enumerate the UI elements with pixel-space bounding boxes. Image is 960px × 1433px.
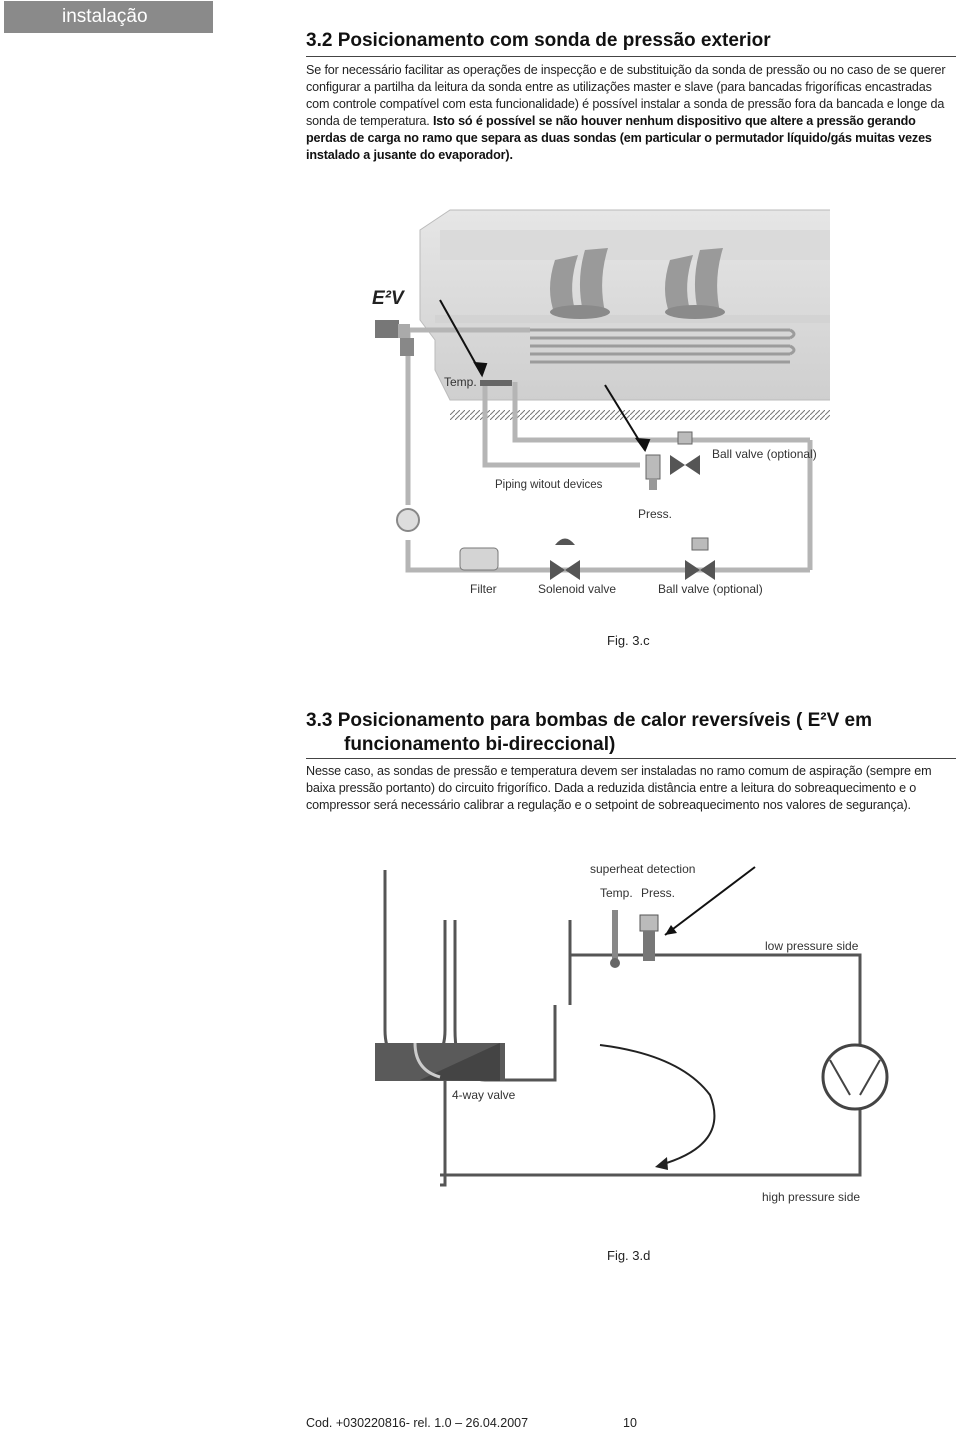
- press-label-3d: Press.: [641, 886, 675, 900]
- solenoid-valve-icon: [550, 538, 580, 580]
- sight-glass-icon: [396, 508, 420, 532]
- section-3-3-title-line1: 3.3 Posicionamento para bombas de calor …: [306, 710, 873, 731]
- section-3-2-paragraph: Se for necessário facilitar as operações…: [306, 62, 954, 164]
- paragraph-normal-text: Se for necessário facilitar as operações…: [306, 63, 946, 128]
- pipework: [405, 327, 813, 573]
- figure-3d-diagram: 4-way valve superheat detection Temp. Pr…: [375, 862, 889, 1204]
- ball-valve-top-label: Ball valve (optional): [712, 447, 817, 461]
- evaporator-coil: [530, 328, 796, 364]
- ball-valve-top-icon: [670, 431, 700, 475]
- refrigerated-cabinet: [419, 209, 830, 420]
- section-3-3-rule: [306, 758, 956, 759]
- press-label: Press.: [638, 507, 672, 521]
- temp-label-3d: Temp.: [600, 886, 633, 900]
- high-side-label: high pressure side: [762, 1190, 860, 1204]
- section-3-3-title-line2: funcionamento bi-direccional): [344, 734, 616, 755]
- solenoid-label: Solenoid valve: [538, 582, 616, 596]
- pointer-arrows: [439, 299, 651, 453]
- e2v-valve: E²V: [372, 288, 414, 356]
- evaporator-fans: [550, 248, 725, 319]
- figure-3c-caption: Fig. 3.c: [607, 633, 650, 648]
- figure-3d-caption: Fig. 3.d: [607, 1248, 651, 1263]
- pressure-probe-icon: [639, 914, 659, 961]
- ball-valve-bottom-label: Ball valve (optional): [658, 582, 763, 596]
- section-tab-label: instalação: [62, 6, 148, 27]
- probe-pointer-arrow: [664, 866, 756, 936]
- footer-code: Cod. +030220816- rel. 1.0 – 26.04.2007: [306, 1416, 529, 1430]
- section-3-2-title: 3.2 Posicionamento com sonda de pressão …: [306, 30, 771, 51]
- filter-icon: [459, 547, 499, 571]
- e2v-logo: E²V: [372, 288, 405, 309]
- filter-label: Filter: [470, 582, 497, 596]
- section-3-3-paragraph: Nesse caso, as sondas de pressão e tempe…: [306, 764, 932, 812]
- figure-3c-diagram: E²V Temp. Press. Ball valve (optional) P…: [372, 209, 830, 596]
- refrigerant-circuit: [383, 870, 862, 1187]
- section-tab: instalação: [4, 1, 213, 33]
- compressor-icon: [821, 1043, 889, 1111]
- pressure-probe: [645, 454, 661, 490]
- temperature-probe: [480, 380, 512, 386]
- ball-valve-bottom-icon: [685, 537, 715, 580]
- piping-label: Piping witout devices: [495, 479, 603, 491]
- four-way-valve-label: 4-way valve: [452, 1088, 516, 1102]
- section-3-2-rule: [306, 56, 956, 57]
- temp-label: Temp.: [444, 375, 477, 389]
- low-side-label: low pressure side: [765, 939, 859, 953]
- paragraph-bold-text: Isto só é possível se não houver nenhum …: [306, 114, 932, 162]
- superheat-label: superheat detection: [590, 862, 695, 876]
- page-number: 10: [623, 1416, 637, 1430]
- flow-arrow: [599, 1044, 716, 1166]
- temp-probe-icon: [610, 910, 620, 968]
